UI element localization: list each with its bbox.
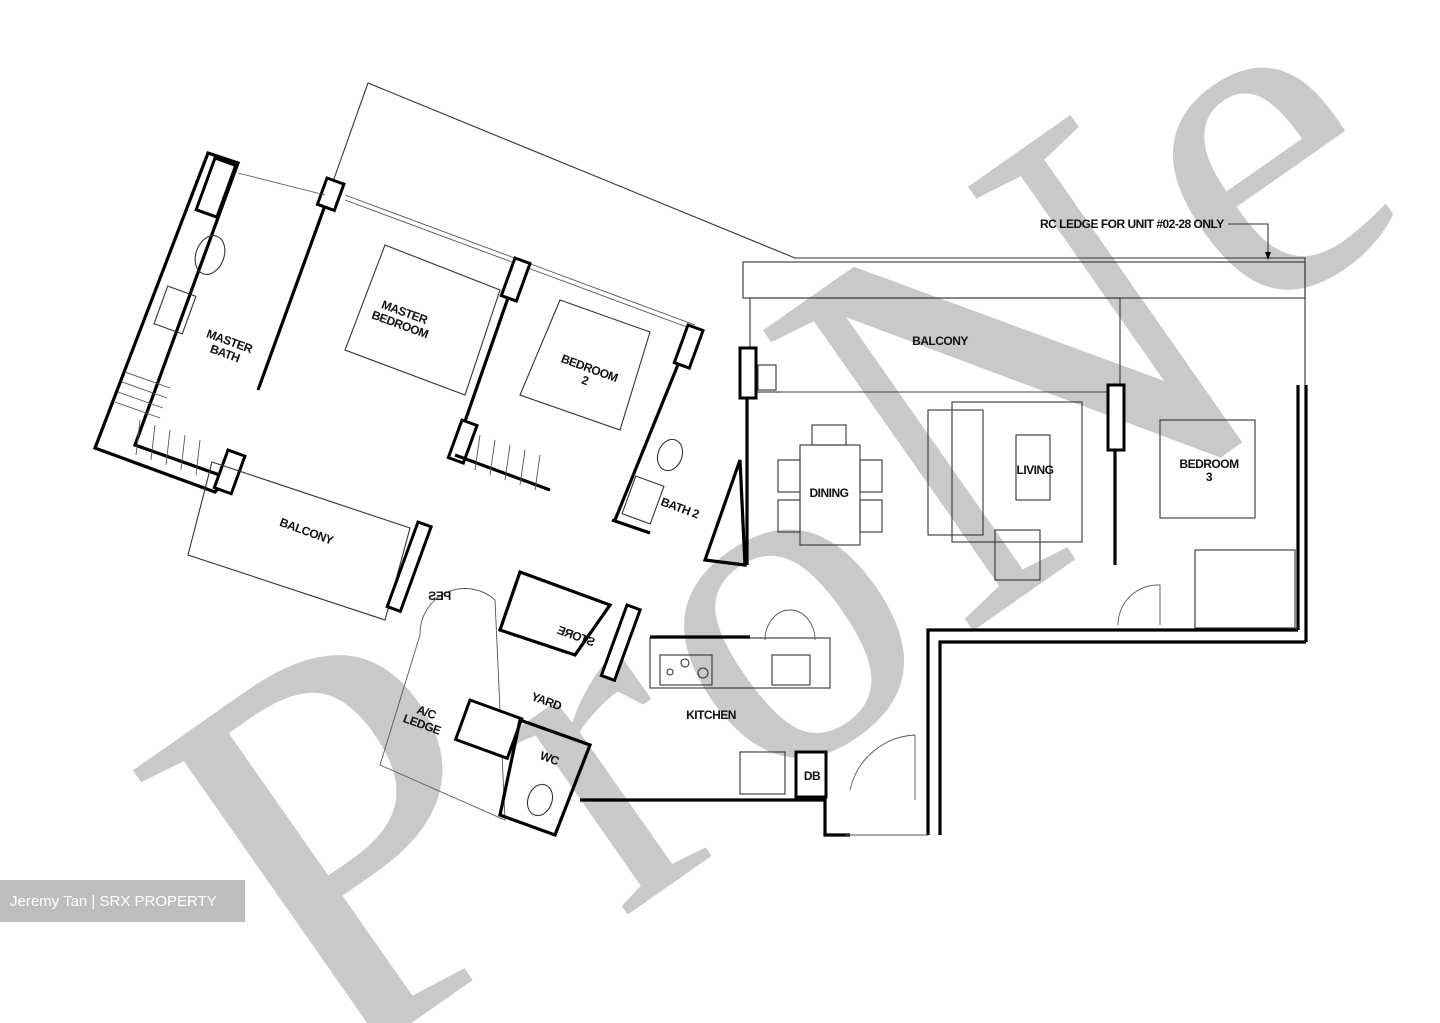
master-bath-partition	[256, 199, 329, 391]
label-bedroom-3: BEDROOM 3	[1179, 457, 1239, 484]
armchair-icon	[994, 529, 1041, 581]
column	[672, 323, 705, 370]
fridge-icon	[739, 751, 786, 795]
svg-text:3: 3	[1206, 470, 1213, 484]
label-kitchen: KITCHEN	[686, 708, 736, 722]
chair-icon	[777, 459, 801, 493]
chair-icon	[811, 424, 847, 446]
aircon-box	[757, 364, 777, 391]
label-pes-mirrored: PES	[428, 589, 451, 603]
wardrobe-icon	[114, 371, 201, 476]
svg-text:A/C: A/C	[415, 702, 439, 722]
arrow-head-icon	[1265, 252, 1271, 260]
column	[446, 418, 479, 465]
bath2-wall	[611, 518, 651, 535]
entrance-door-swing	[849, 734, 916, 800]
wardrobe-icon	[474, 434, 541, 491]
leader-arrow	[1228, 223, 1269, 258]
column	[212, 448, 247, 496]
window	[237, 172, 326, 196]
shower-niche	[194, 156, 238, 220]
basin-icon	[153, 285, 197, 335]
toilet-icon	[526, 783, 554, 817]
door-swing	[764, 609, 816, 641]
svg-text:BEDROOM: BEDROOM	[1179, 457, 1239, 471]
column	[599, 603, 643, 683]
svg-text:2: 2	[580, 373, 591, 389]
shower-wall	[702, 459, 747, 567]
column	[1106, 383, 1126, 452]
coffee-table-icon	[1015, 434, 1051, 501]
svg-text:BEDROOM: BEDROOM	[559, 352, 620, 386]
bed-icon	[519, 299, 651, 431]
column	[385, 520, 434, 614]
living-block	[738, 261, 1308, 835]
wc-wall	[498, 717, 593, 838]
label-living: LIVING	[1016, 463, 1053, 477]
wardrobe-wall	[454, 453, 551, 492]
service-block	[379, 569, 928, 838]
label-dining: DINING	[810, 486, 849, 500]
bed-icon	[1159, 419, 1256, 519]
roof-outline	[329, 82, 1306, 385]
burner-icon	[680, 658, 690, 668]
column	[315, 176, 346, 213]
label-master-bedroom: MASTER BEDROOM	[370, 298, 431, 342]
chair-icon	[859, 499, 883, 533]
db-box	[794, 750, 828, 799]
attribution-caption: Jeremy Tan | SRX PROPERTY	[0, 880, 245, 922]
side-balcony-outline	[187, 461, 411, 621]
column	[499, 256, 532, 303]
chair-icon	[777, 499, 801, 533]
rc-ledge-annotation: RC LEDGE FOR UNIT #02-28 ONLY	[1040, 217, 1271, 260]
left-wing	[92, 82, 1306, 621]
stove-icon	[659, 654, 713, 686]
toilet-icon	[656, 438, 684, 472]
ac-ledge-outline	[379, 588, 506, 821]
kitchen-south-wall	[580, 798, 850, 837]
bedroom2-bath2-wall	[613, 334, 692, 521]
label-bedroom-2: BEDROOM 2	[559, 352, 620, 389]
sofa-icon	[927, 409, 984, 536]
label-wc: WC	[538, 748, 561, 768]
wardrobe-icon	[1194, 549, 1296, 629]
label-balcony-main: BALCONY	[912, 334, 968, 348]
rc-ledge-note: RC LEDGE FOR UNIT #02-28 ONLY	[1040, 217, 1224, 231]
door-swing	[1117, 584, 1161, 626]
store-wall	[497, 569, 613, 657]
burner-icon	[697, 667, 709, 679]
label-db: DB	[804, 769, 821, 783]
chair-icon	[859, 459, 883, 493]
column	[738, 346, 758, 400]
toilet-icon	[194, 235, 226, 275]
sink-icon	[771, 654, 811, 686]
basin-icon	[621, 475, 665, 525]
watermark: P r o N e	[44, 0, 1440, 1023]
tv-console	[951, 401, 1083, 543]
burner-icon	[666, 668, 674, 676]
south-wall-outer	[938, 640, 1306, 835]
label-master-bath: MASTER BATH	[205, 327, 255, 366]
south-wall	[926, 628, 1298, 835]
bed-icon	[344, 244, 501, 396]
